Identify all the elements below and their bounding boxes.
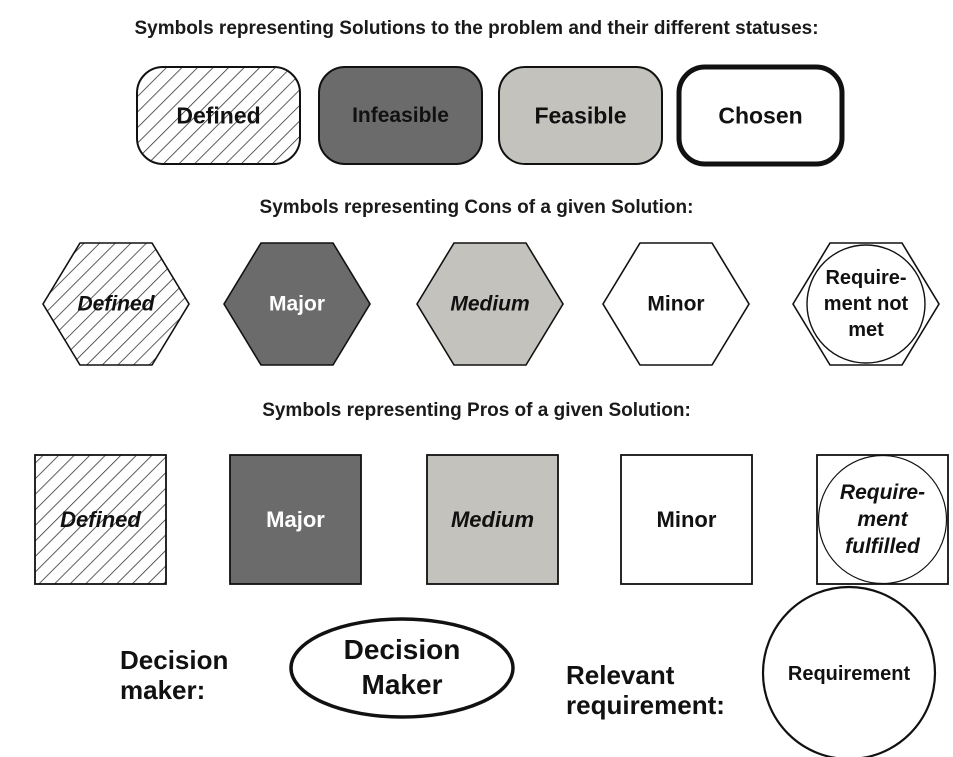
pro-defined-shape <box>34 454 167 585</box>
con-requirement-not-met-label-line-2: ment not <box>824 293 909 315</box>
pro-defined-symbol: Defined <box>34 454 167 585</box>
pro-minor-label-line-1: Minor <box>657 507 717 532</box>
heading-pros: Symbols representing Pros of a given Sol… <box>262 400 691 421</box>
con-major-symbol: Major <box>223 242 371 366</box>
solution-chosen-shape <box>676 64 845 167</box>
decision-maker-label-line-2: maker: <box>120 675 206 705</box>
relevant-requirement-label: Relevant requirement: <box>566 660 725 720</box>
pro-requirement-fulfilled-label-line-1: Require- <box>840 481 925 504</box>
solution-infeasible-symbol: Infeasible <box>318 66 483 165</box>
pro-medium-label-line-1: Medium <box>451 507 534 532</box>
con-major-label-line-1: Major <box>269 293 325 316</box>
decision-maker-label-line-1: Decision <box>120 645 229 675</box>
con-defined-symbol: Defined <box>42 242 190 366</box>
pros-row: Defined Major Medium Minor Require-ment fulfi… <box>34 454 949 585</box>
solution-infeasible-shape <box>318 66 483 165</box>
pro-major-label-line-1: Major <box>266 507 325 532</box>
con-requirement-not-met-label-line-3: met <box>848 319 884 341</box>
pro-requirement-fulfilled-symbol: Require-ment fulfilled <box>816 454 949 585</box>
heading-solutions: Symbols representing Solutions to the pr… <box>134 18 819 39</box>
solution-feasible-symbol: Feasible <box>498 66 663 165</box>
con-minor-label-line-1: Minor <box>647 293 704 316</box>
relevant-requirement-label-line-1: Relevant <box>566 660 675 690</box>
pro-medium-symbol: Medium <box>426 454 559 585</box>
con-requirement-not-met-symbol: Require-ment not met <box>792 242 940 366</box>
requirement-circle <box>761 585 937 757</box>
solution-defined-label: Defined <box>176 103 260 129</box>
pro-requirement-fulfilled-label-line-3: fulfilled <box>845 535 921 558</box>
solution-chosen-symbol: Chosen <box>676 64 845 167</box>
con-minor-symbol: Minor <box>602 242 750 366</box>
relevant-requirement-label-line-2: requirement: <box>566 690 725 720</box>
pro-minor-shape <box>620 454 753 585</box>
pro-defined-label-line-1: Defined <box>60 507 141 532</box>
solution-defined-symbol: Defined <box>136 66 301 165</box>
decision-maker-symbol-label-line-2: Maker <box>362 669 443 700</box>
con-major-shape <box>223 242 371 366</box>
solution-feasible-label: Feasible <box>534 103 626 129</box>
heading-cons: Symbols representing Cons of a given Sol… <box>259 197 694 218</box>
pro-major-symbol: Major <box>229 454 362 585</box>
pro-requirement-fulfilled-circle <box>817 454 948 585</box>
pro-requirement-fulfilled-label-line-2: ment <box>857 508 908 531</box>
decision-maker-symbol-label-line-1: Decision <box>344 634 461 665</box>
con-requirement-not-met-circle <box>806 244 926 364</box>
solution-chosen-label: Chosen <box>718 103 802 129</box>
pro-medium-shape <box>426 454 559 585</box>
con-defined-shape <box>42 242 190 366</box>
cons-row: Defined Major Medium Minor Require-ment not m… <box>42 242 940 366</box>
con-medium-symbol: Medium <box>416 242 564 366</box>
requirement-symbol: Requirement <box>761 585 937 757</box>
solution-defined-shape <box>136 66 301 165</box>
requirement-symbol-label: Requirement <box>788 663 911 685</box>
decision-maker-label: Decision maker: <box>120 645 228 705</box>
solutions-row: Defined Infeasible Feasible Chosen <box>136 64 845 167</box>
pro-major-shape <box>229 454 362 585</box>
con-requirement-not-met-label-line-1: Require- <box>825 267 906 289</box>
solution-feasible-shape <box>498 66 663 165</box>
con-defined-label-line-1: Defined <box>77 293 155 316</box>
con-medium-label-line-1: Medium <box>450 293 529 316</box>
con-medium-shape <box>416 242 564 366</box>
decision-maker-ellipse <box>289 617 515 719</box>
solution-infeasible-label: Infeasible <box>352 104 449 127</box>
pro-minor-symbol: Minor <box>620 454 753 585</box>
con-minor-shape <box>602 242 750 366</box>
